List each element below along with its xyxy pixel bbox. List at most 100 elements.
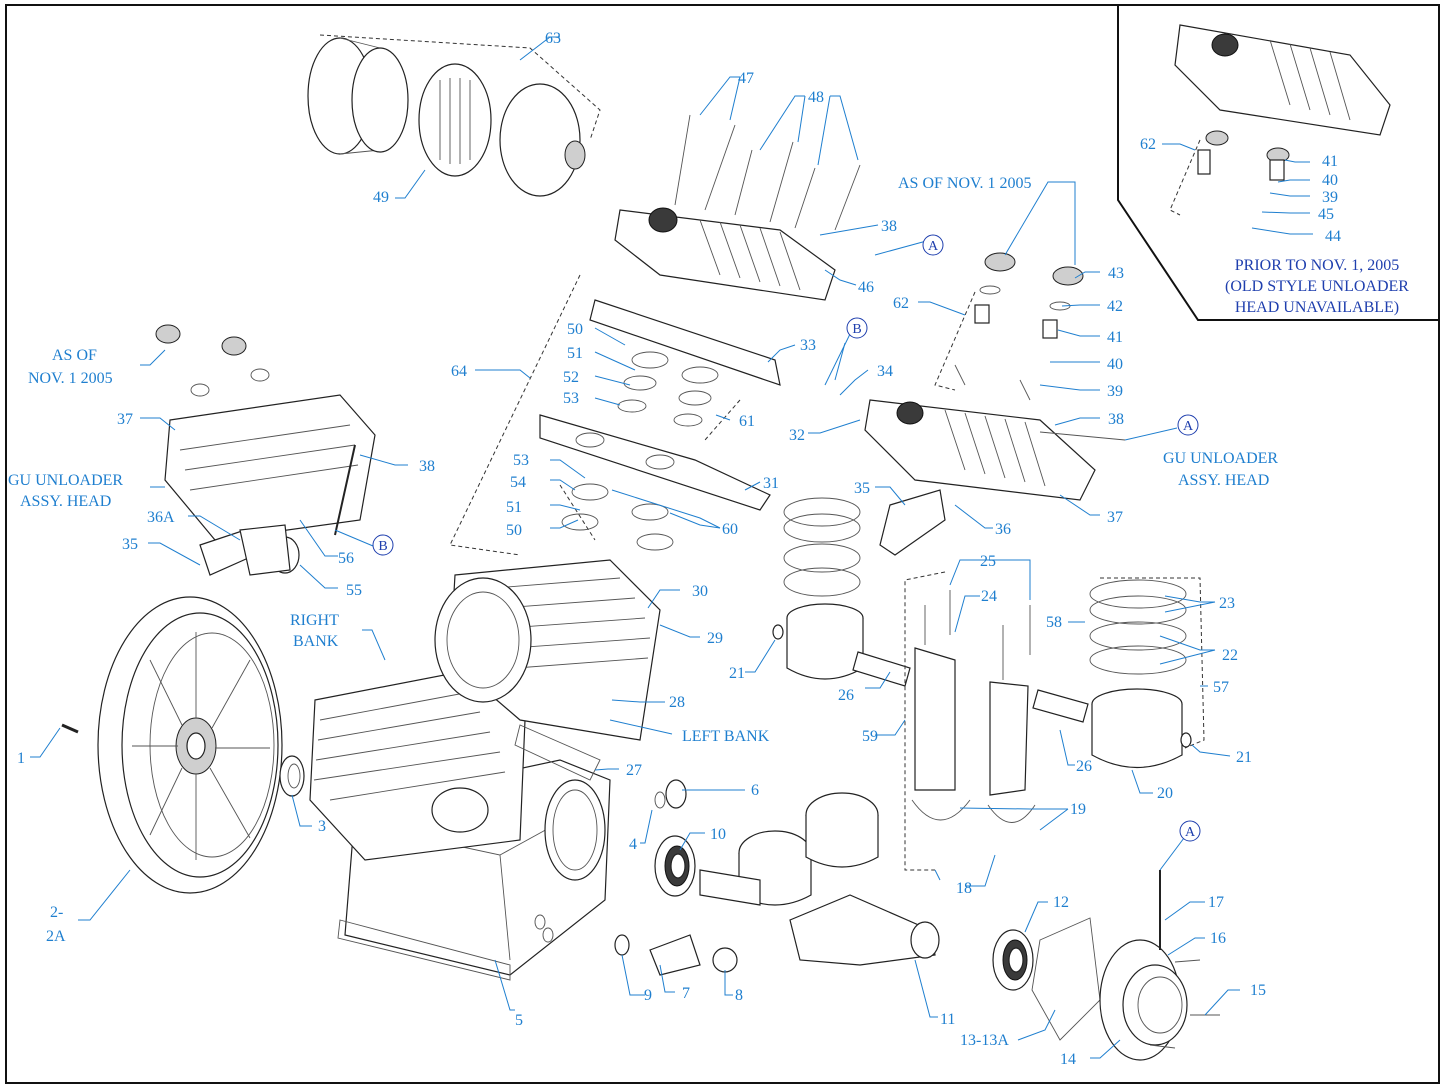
label-22: 22 (1222, 647, 1238, 664)
label-49: 49 (373, 189, 389, 206)
note-as-of-left-1: AS OF (52, 347, 97, 364)
ref-b-left-label: B (378, 539, 387, 554)
label-51-bottom: 51 (506, 499, 522, 516)
inset-label-41: 41 (1322, 153, 1338, 170)
label-56: 56 (338, 550, 354, 567)
key (61, 723, 79, 734)
gasket-27 (514, 724, 601, 781)
label-63: 63 (545, 30, 561, 47)
ref-b-top-label: B (852, 322, 861, 337)
bearing-carrier-14 (1099, 870, 1188, 1061)
label-5: 5 (515, 1012, 523, 1029)
label-34: 34 (877, 363, 893, 380)
label-26-left: 26 (838, 687, 854, 704)
inset-label-62: 62 (1140, 136, 1156, 153)
inset-label-39: 39 (1322, 189, 1338, 206)
center-head-46 (614, 207, 836, 301)
air-filter (307, 37, 586, 197)
ref-a-bottom: A (1179, 820, 1201, 842)
oil-fill-parts (534, 779, 738, 976)
label-29: 29 (707, 630, 723, 647)
note-as-of-right: AS OF NOV. 1 2005 (898, 175, 1032, 192)
left-bank-cylinder (434, 559, 661, 741)
label-53-bottom: 53 (513, 452, 529, 469)
label-30: 30 (692, 583, 708, 600)
label-46: 46 (858, 279, 874, 296)
label-31: 31 (763, 475, 779, 492)
label-35-left: 35 (122, 536, 138, 553)
label-55: 55 (346, 582, 362, 599)
label-39: 39 (1107, 383, 1123, 400)
label-33: 33 (800, 337, 816, 354)
ref-a-top: A (922, 234, 944, 256)
gasket-13 (1031, 917, 1101, 1041)
label-50-bottom: 50 (506, 522, 522, 539)
label-26-right: 26 (1076, 758, 1092, 775)
label-40: 40 (1107, 356, 1123, 373)
note-prior-2: (OLD STYLE UNLOADER (1225, 278, 1409, 295)
label-47: 47 (738, 70, 754, 87)
note-right-bank-2: BANK (293, 633, 339, 650)
bearing-12 (992, 929, 1034, 991)
note-prior-1: PRIOR TO NOV. 1, 2005 (1235, 257, 1399, 274)
wrist-pin-right (1032, 689, 1089, 723)
label-21-left: 21 (729, 665, 745, 682)
label-36a: 36A (147, 509, 175, 526)
label-27: 27 (626, 762, 642, 779)
part-labels: 1 2- 2A 3 4 5 6 7 8 9 10 11 12 13-13A 14… (17, 30, 1341, 1068)
label-14: 14 (1060, 1051, 1076, 1068)
note-gu-left-1: GU UNLOADER (8, 472, 123, 489)
head-bolts (674, 114, 861, 231)
notes: AS OF NOV. 1 2005 AS OF NOV. 1 2005 GU U… (8, 175, 1409, 745)
note-gu-left-2: ASSY. HEAD (20, 493, 111, 510)
label-38-top: 38 (881, 218, 897, 235)
label-23: 23 (1219, 595, 1235, 612)
label-24: 24 (981, 588, 997, 605)
note-gu-right-1: GU UNLOADER (1163, 450, 1278, 467)
piston-left (772, 603, 864, 680)
label-19: 19 (1070, 801, 1086, 818)
label-9: 9 (644, 987, 652, 1004)
gu-unloader-head-right (864, 399, 1096, 556)
label-10: 10 (710, 826, 726, 843)
label-42: 42 (1107, 298, 1123, 315)
note-prior-3: HEAD UNAVAILABLE) (1235, 299, 1399, 316)
bearing-10 (654, 835, 696, 897)
label-61: 61 (739, 413, 755, 430)
label-11: 11 (940, 1011, 955, 1028)
label-16: 16 (1210, 930, 1226, 947)
inset-label-45: 45 (1318, 206, 1334, 223)
label-12: 12 (1053, 894, 1069, 911)
label-8: 8 (735, 987, 743, 1004)
note-left-bank: LEFT BANK (682, 728, 770, 745)
label-53-top: 53 (563, 390, 579, 407)
ref-a-bottom-label: A (1185, 825, 1196, 840)
label-17: 17 (1208, 894, 1224, 911)
label-60: 60 (722, 521, 738, 538)
inset-label-40: 40 (1322, 172, 1338, 189)
inset-label-44: 44 (1325, 228, 1341, 245)
ref-b-top: B (846, 317, 868, 339)
ref-b-left: B (372, 534, 394, 556)
inset-old-head (1174, 24, 1391, 181)
pulley (97, 596, 283, 894)
label-54: 54 (510, 474, 526, 491)
right-bank-cylinder (309, 669, 526, 861)
label-32: 32 (789, 427, 805, 444)
label-36: 36 (995, 521, 1011, 538)
label-3: 3 (318, 818, 326, 835)
label-59: 59 (862, 728, 878, 745)
rod-bolts (924, 590, 1031, 680)
piston-rings-left (783, 497, 861, 597)
unloader-parts-right (954, 252, 1084, 401)
label-52: 52 (563, 369, 579, 386)
reed-valves (561, 351, 719, 551)
label-7: 7 (682, 985, 690, 1002)
ref-a-right-label: A (1183, 419, 1194, 434)
label-15: 15 (1250, 982, 1266, 999)
label-35-right: 35 (854, 480, 870, 497)
crankshaft-assembly (699, 792, 940, 966)
label-28: 28 (669, 694, 685, 711)
gu-unloader-head-left (155, 324, 376, 541)
label-37-right: 37 (1107, 509, 1123, 526)
